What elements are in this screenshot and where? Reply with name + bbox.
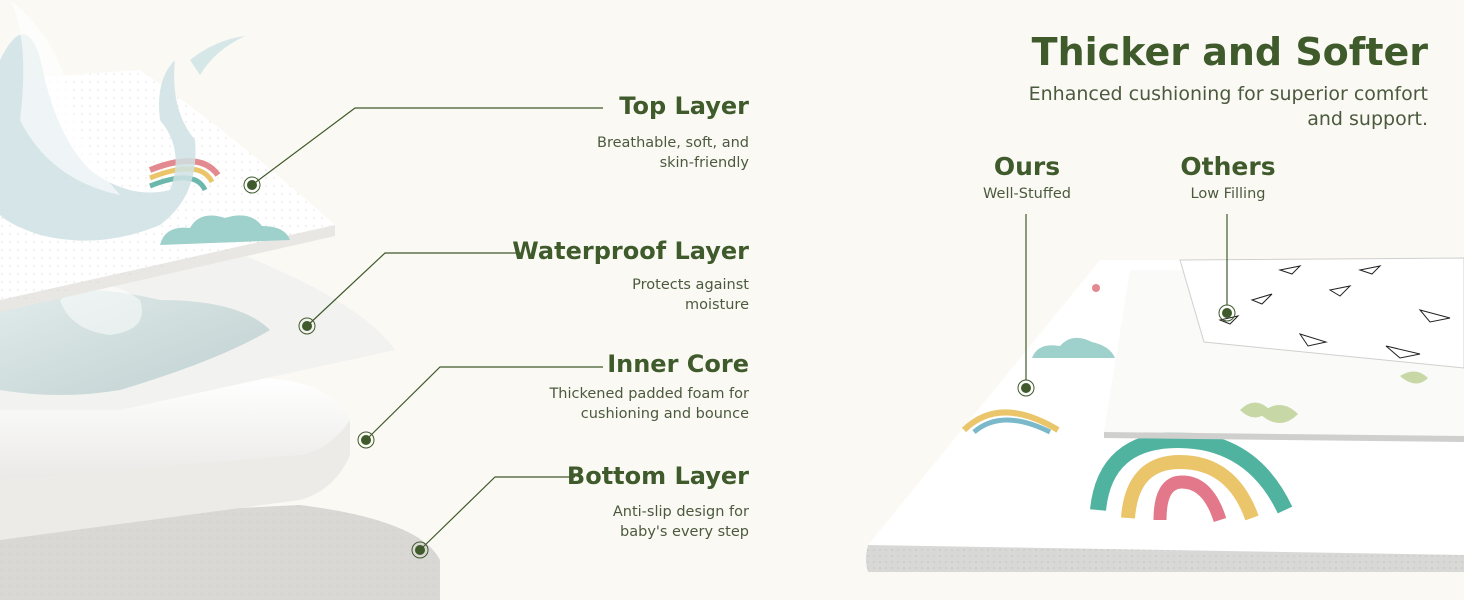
- ours-title: Ours: [993, 152, 1061, 181]
- subheadline-line: Enhanced cushioning for superior comfort: [1028, 83, 1428, 105]
- layer-desc-line: moisture: [684, 297, 749, 313]
- layer-desc-line: Thickened padded foam for: [549, 386, 749, 402]
- subheadline-line: and support.: [1307, 108, 1428, 130]
- layer-description: Thickened padded foam for cushioning and…: [509, 384, 749, 424]
- comparison-mats-illustration: [866, 214, 1464, 572]
- layer-title: Top Layer: [619, 92, 749, 120]
- callout-bottom-layer: Bottom Layer Anti-slip design for baby's…: [509, 462, 749, 542]
- layer-desc-line: skin-friendly: [659, 155, 749, 171]
- layer-description: Breathable, soft, and skin-friendly: [509, 133, 749, 173]
- callout-waterproof-layer: Waterproof Layer Protects against moistu…: [509, 237, 749, 317]
- layer-desc-line: Breathable, soft, and: [597, 135, 749, 151]
- ours-subtitle: Well-Stuffed: [983, 186, 1071, 202]
- layer-title: Waterproof Layer: [512, 237, 749, 265]
- layer-desc-line: Anti-slip design for: [612, 504, 749, 520]
- subheadline: Enhanced cushioning for superior comfort…: [1008, 82, 1428, 132]
- others-subtitle: Low Filling: [1190, 186, 1266, 202]
- headline: Thicker and Softer: [1031, 30, 1428, 74]
- layer-description: Anti-slip design for baby's every step: [509, 502, 749, 542]
- callout-top-layer: Top Layer Breathable, soft, and skin-fri…: [509, 92, 749, 172]
- callout-lines: [251, 107, 603, 551]
- layer-desc-line: cushioning and bounce: [580, 406, 749, 422]
- callout-inner-core: Inner Core Thickened padded foam for cus…: [509, 350, 749, 430]
- others-title: Others: [1180, 152, 1276, 181]
- layer-description: Protects against moisture: [509, 275, 749, 315]
- layer-desc-line: Protects against: [632, 277, 749, 293]
- layered-mat-illustration: [0, 0, 440, 600]
- layer-desc-line: baby's every step: [620, 524, 749, 540]
- layer-title: Inner Core: [607, 350, 749, 378]
- layer-title: Bottom Layer: [566, 462, 749, 490]
